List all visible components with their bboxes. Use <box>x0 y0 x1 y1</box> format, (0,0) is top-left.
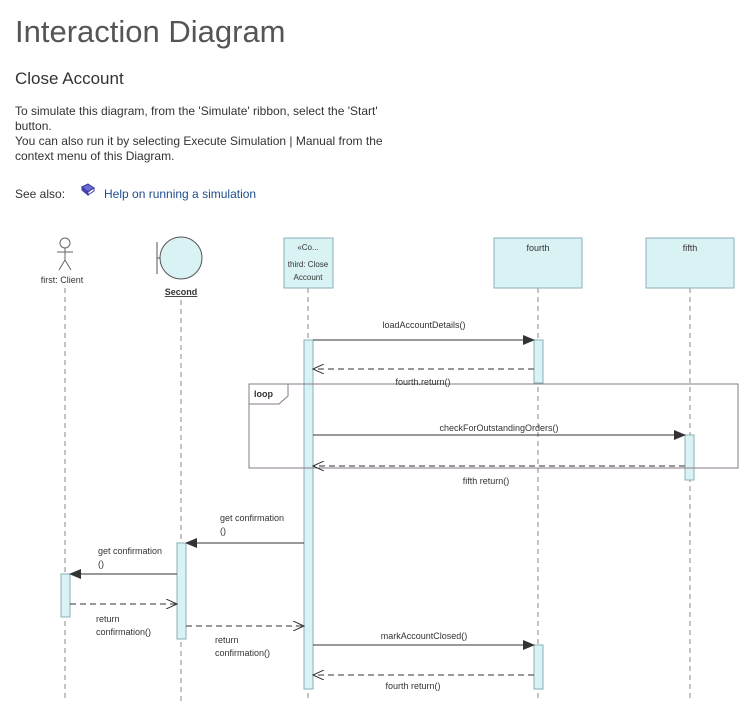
message-get-confirmation-2-label-line1: get confirmation <box>98 546 162 556</box>
lifeline-third-box[interactable]: «Co... third: Close Account <box>283 237 334 289</box>
lifeline-third-name-line2: Account <box>294 273 324 282</box>
message-return-confirmation-2-label-line2: confirmation() <box>215 648 270 658</box>
message-fourth-return-2-label: fourth return() <box>385 681 440 691</box>
message-get-confirmation-2-label-line2: () <box>98 559 104 569</box>
page-title: Interaction Diagram <box>15 14 286 49</box>
message-check-outstanding-orders-label: checkForOutstandingOrders() <box>439 423 558 433</box>
instructions-paragraph-2: You can also run it by selecting Execute… <box>15 134 383 163</box>
message-return-confirmation-1-label-line1: return <box>96 614 120 624</box>
lifeline-fifth-box[interactable]: fifth <box>645 237 735 289</box>
lifeline-third-stereotype: «Co... <box>297 243 318 252</box>
lifeline-fourth-label: fourth <box>526 243 549 253</box>
book-icon[interactable] <box>80 182 96 198</box>
message-return-confirmation-2-label-line1: return <box>215 635 239 645</box>
message-mark-account-closed-label: markAccountClosed() <box>381 631 468 641</box>
lifeline-client-label: first: Client <box>41 275 84 285</box>
message-load-account-details-label: loadAccountDetails() <box>382 320 465 330</box>
actor-icon[interactable] <box>57 237 73 271</box>
activation-fourth-2 <box>533 644 544 690</box>
activation-fourth-1 <box>533 339 544 384</box>
help-running-simulation-link[interactable]: Help on running a simulation <box>104 187 257 201</box>
lifeline-second-label: Second <box>165 287 198 297</box>
diagram-subtitle: Close Account <box>15 69 124 88</box>
activation-fifth <box>684 434 695 481</box>
message-get-confirmation-1-label-line1: get confirmation <box>220 513 284 523</box>
message-get-confirmation-1-label-line2: () <box>220 526 226 536</box>
lifeline-third-name-line1: third: Close <box>288 260 329 269</box>
boundary-icon[interactable] <box>156 236 203 280</box>
lifeline-fourth-box[interactable]: fourth <box>493 237 583 289</box>
activation-third <box>303 339 314 690</box>
activation-client <box>60 573 71 618</box>
message-return-confirmation-1-label-line2: confirmation() <box>96 627 151 637</box>
message-fourth-return-label: fourth.return() <box>395 377 450 387</box>
see-also-label: See also: <box>15 187 66 201</box>
instructions-paragraph-1: To simulate this diagram, from the 'Simu… <box>15 104 378 133</box>
loop-fragment-label: loop <box>254 389 273 399</box>
lifeline-fifth-label: fifth <box>683 243 698 253</box>
loop-fragment[interactable]: loop <box>248 383 739 469</box>
activation-second <box>176 542 187 640</box>
message-fifth-return-label: fifth return() <box>463 476 510 486</box>
